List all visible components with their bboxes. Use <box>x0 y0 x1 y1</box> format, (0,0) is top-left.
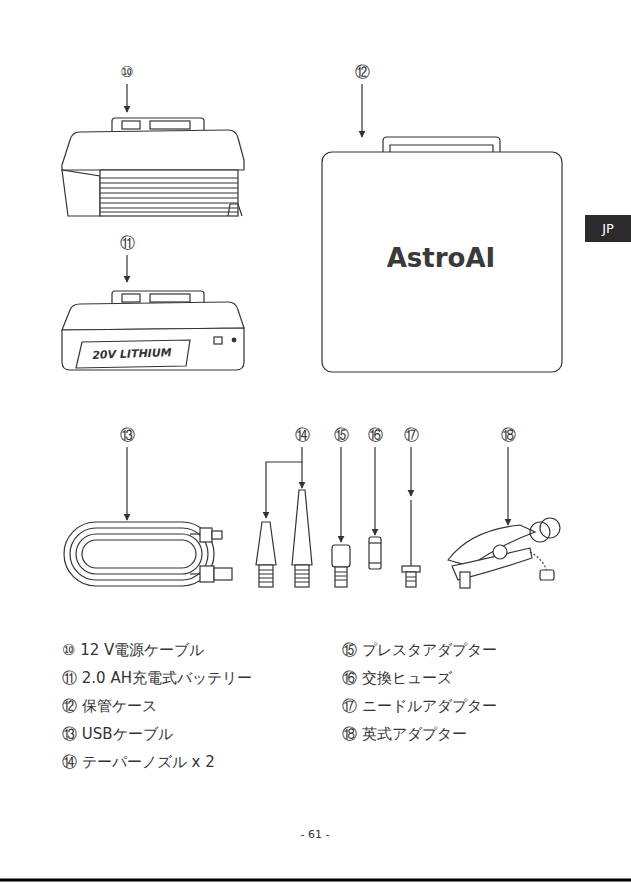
part-name: ⑫ 保管ケース <box>62 699 157 714</box>
callout-number: ⑭ <box>295 428 310 443</box>
callout-number: ⑫ <box>355 65 370 80</box>
clip-adapter <box>448 518 560 588</box>
part-name: ⑱ 英式アダプター <box>342 727 467 742</box>
usb-cable <box>64 522 232 586</box>
part-name: ⑰ ニードルアダプター <box>342 699 497 714</box>
callout-number: ⑬ <box>120 428 135 443</box>
callout-number: ⑱ <box>501 428 516 443</box>
callout-number: ⑯ <box>368 428 383 443</box>
part-name: ⑮ プレスタアダプター <box>342 643 497 658</box>
page-number: - 61 - <box>301 829 330 840</box>
part-name: ⑯ 交換ヒューズ <box>342 671 452 686</box>
callout-number: ⑮ <box>334 428 349 443</box>
callout-number: ⑰ <box>404 428 419 443</box>
storage-case <box>322 137 562 372</box>
part-name: ⑬ USBケーブル <box>62 727 173 742</box>
brand-logo: AstroAI <box>387 245 496 271</box>
part-name: ⑪ 2.0 AH充電式バッテリー <box>62 671 252 686</box>
battery <box>62 291 244 370</box>
nozzles-adapters <box>256 490 420 587</box>
language-tab: JP <box>585 215 631 242</box>
page-rule <box>0 879 631 882</box>
part-name: ⑭ テーパーノズル x 2 <box>62 755 215 770</box>
callout-number: ⑩ <box>120 65 133 80</box>
battery-marking: 20V LITHIUM <box>92 347 172 361</box>
tab-label: JP <box>602 221 614 236</box>
power-cable-unit <box>62 118 244 216</box>
part-name: ⑩ 12 V電源ケーブル <box>62 643 204 658</box>
callout-number: ⑪ <box>120 236 135 251</box>
